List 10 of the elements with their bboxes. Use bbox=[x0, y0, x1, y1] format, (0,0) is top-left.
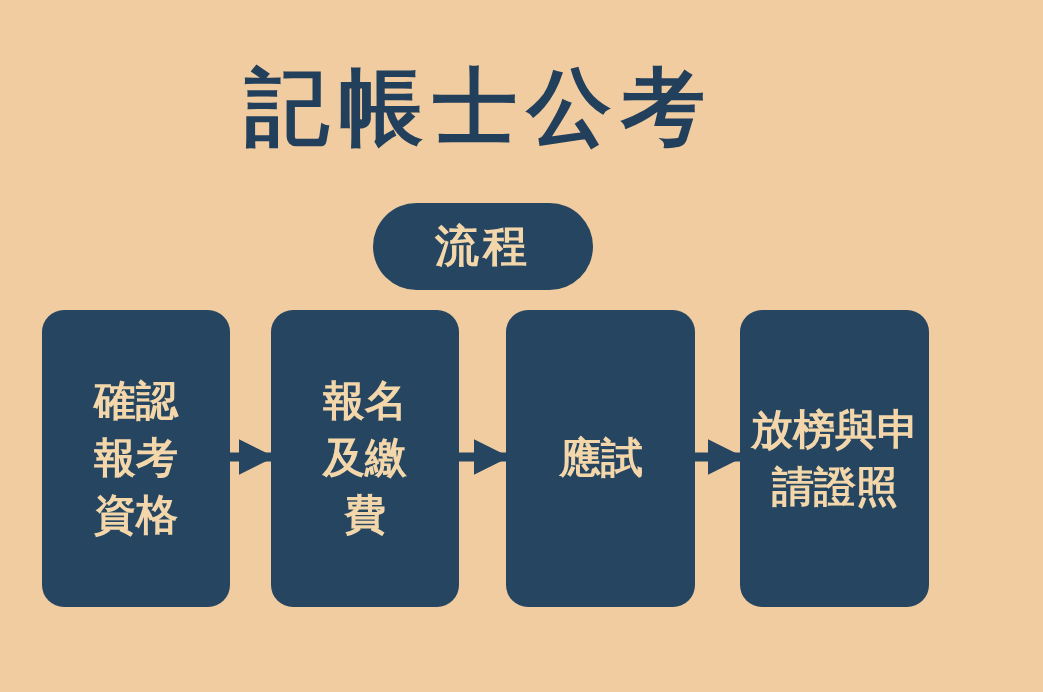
step-box bbox=[506, 310, 695, 607]
step-box bbox=[42, 310, 230, 607]
step-label: 應試 bbox=[557, 432, 644, 485]
step-label: 確認報考資格 bbox=[92, 375, 180, 541]
step-box bbox=[271, 310, 459, 607]
step-label: 放榜與申請證照 bbox=[749, 403, 920, 513]
step-box bbox=[740, 310, 929, 607]
step-label: 報名及繳費 bbox=[321, 375, 408, 541]
heading-label: 流程 bbox=[435, 220, 531, 273]
title: 記帳士公考 bbox=[243, 56, 717, 158]
